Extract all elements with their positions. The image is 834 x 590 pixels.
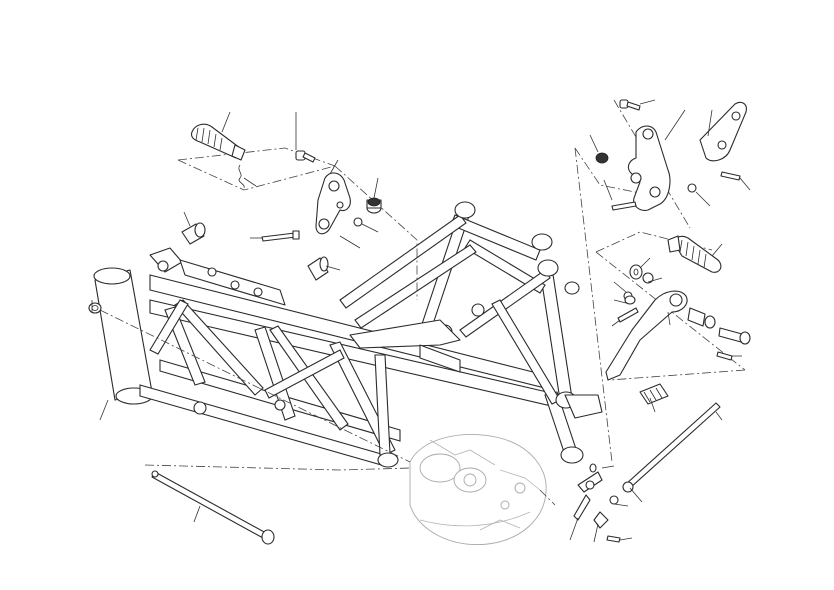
- callout-leaders: [91, 99, 751, 543]
- engine-ghost: [409, 434, 547, 546]
- trellis-frame: [93, 201, 603, 468]
- small-parts-left: [88, 150, 382, 545]
- gear-lever: [605, 290, 688, 405]
- right-footpeg: [667, 235, 722, 273]
- right-footrest-bracket: [627, 125, 671, 211]
- left-footrest-bracket: [315, 172, 351, 235]
- heel-guard: [699, 101, 747, 162]
- left-footpeg: [190, 123, 246, 189]
- small-parts-right: [573, 99, 751, 543]
